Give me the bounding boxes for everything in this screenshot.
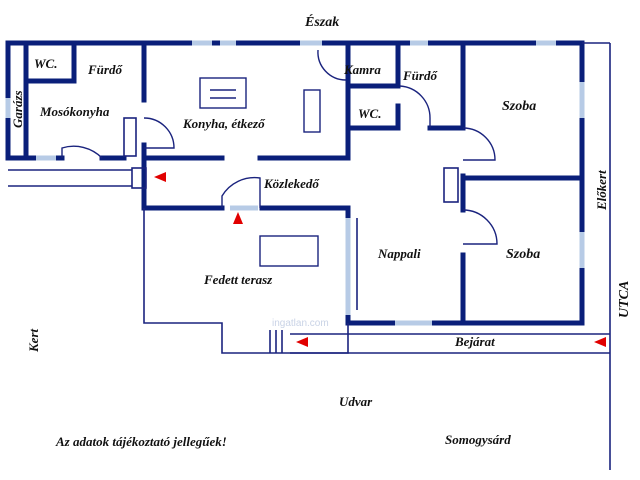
arrows [154,172,606,347]
label-garden: Kert [26,329,41,354]
label-room-top: Szoba [502,99,536,114]
label-room-bottom: Szoba [506,247,540,262]
label-bathroom-left: Fürdő [87,62,123,77]
furniture [199,77,321,267]
label-hallway: Közlekedő [263,176,320,191]
label-garage: Garázs [10,90,25,128]
arrow-left-icon [296,337,308,347]
doors [61,49,498,245]
arrow-up-icon [233,212,243,224]
label-covered-terrace: Fedett terasz [203,272,273,287]
terrace-table [259,235,319,267]
label-yard: Udvar [339,394,373,409]
kitchen-cabinet [303,89,321,133]
labels: Észak Garázs WC. Fürdő Mosókonyha Konyha… [10,13,632,449]
label-pantry: Kamra [343,62,381,77]
label-laundry: Mosókonyha [39,104,110,119]
windows [5,40,585,326]
label-living-room: Nappali [377,246,421,261]
thin-lines [8,42,611,470]
label-street: UTCA [617,281,632,318]
arrow-left-icon [594,337,606,347]
label-bathroom-right: Fürdő [402,68,438,83]
label-disclaimer: Az adatok tájékoztató jellegűek! [55,434,227,449]
watermark: ingatlan.com [272,318,329,329]
label-town: Somogysárd [445,432,511,447]
label-front-garden: Előkert [594,170,609,211]
kitchen-counter [199,77,247,109]
label-north: Észak [304,13,339,30]
label-entrance: Bejárat [454,334,495,349]
arrow-left-icon [154,172,166,182]
label-wc-right: WC. [358,106,381,121]
label-kitchen: Konyha, étkező [182,116,266,131]
label-wc-left: WC. [34,56,57,71]
